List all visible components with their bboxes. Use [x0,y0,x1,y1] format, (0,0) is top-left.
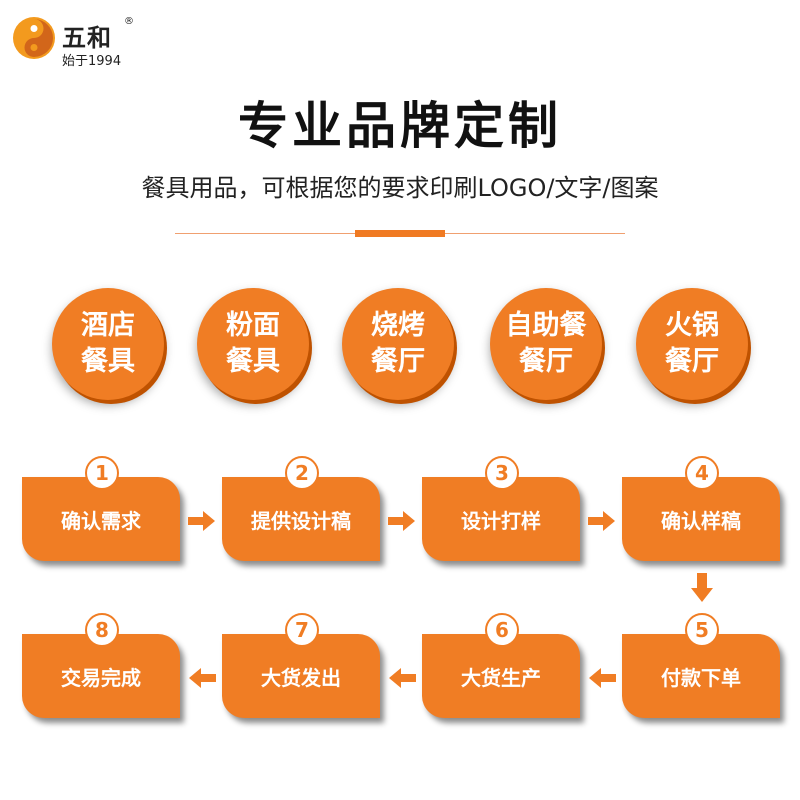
arrow-right-icon [188,511,215,531]
category-noodle-tableware: 粉面 餐具 [197,288,309,400]
step-label: 大货生产 [461,665,541,690]
step-number-badge: 3 [485,456,519,490]
step-7-shipment: 大货发出 [222,634,380,718]
brand-name: 五和 [62,24,112,52]
step-label: 提供设计稿 [251,508,351,533]
category-line1: 粉面 [226,310,280,341]
step-label: 设计打样 [461,508,541,533]
category-hotel-tableware: 酒店 餐具 [52,288,164,400]
arrow-left-icon [189,668,216,688]
category-line1: 烧烤 [371,310,425,341]
brand-mark-icon [13,17,55,59]
arrow-left-icon [589,668,616,688]
step-number-badge: 7 [285,613,319,647]
step-1-confirm-requirements: 确认需求 [22,477,180,561]
category-line1: 自助餐 [505,310,587,341]
page-title: 专业品牌定制 [238,97,562,155]
step-number-badge: 6 [485,613,519,647]
arrow-left-icon [389,668,416,688]
step-number-badge: 5 [685,613,719,647]
step-3-sample-design: 设计打样 [422,477,580,561]
divider-accent [355,230,445,237]
category-line2: 餐厅 [371,346,425,377]
step-4-confirm-sample: 确认样稿 [622,477,780,561]
arrow-down-icon [691,573,713,602]
registered-mark: ® [124,16,134,27]
step-8-deal-complete: 交易完成 [22,634,180,718]
category-line2: 餐厅 [665,346,719,377]
category-buffet-restaurant: 自助餐 餐厅 [490,288,602,400]
category-line2: 餐具 [226,346,280,377]
step-number-badge: 8 [85,613,119,647]
step-label: 交易完成 [61,665,141,690]
category-bbq-restaurant: 烧烤 餐厅 [342,288,454,400]
step-number-badge: 4 [685,456,719,490]
step-label: 大货发出 [261,665,341,690]
category-hotpot-restaurant: 火锅 餐厅 [636,288,748,400]
step-5-payment-order: 付款下单 [622,634,780,718]
arrow-right-icon [588,511,615,531]
category-line2: 餐厅 [519,346,573,377]
step-number-badge: 1 [85,456,119,490]
brand-logo: 五和 ® 始于1994 [12,14,172,70]
brand-since: 始于1994 [62,54,122,69]
step-6-mass-production: 大货生产 [422,634,580,718]
page-subtitle: 餐具用品，可根据您的要求印刷LOGO/文字/图案 [141,174,659,202]
step-2-provide-design: 提供设计稿 [222,477,380,561]
category-line1: 火锅 [665,310,719,341]
step-label: 确认需求 [61,508,141,533]
category-line2: 餐具 [81,346,135,377]
category-line1: 酒店 [81,310,135,341]
step-label: 付款下单 [661,665,741,690]
arrow-right-icon [388,511,415,531]
step-label: 确认样稿 [661,508,741,533]
step-number-badge: 2 [285,456,319,490]
